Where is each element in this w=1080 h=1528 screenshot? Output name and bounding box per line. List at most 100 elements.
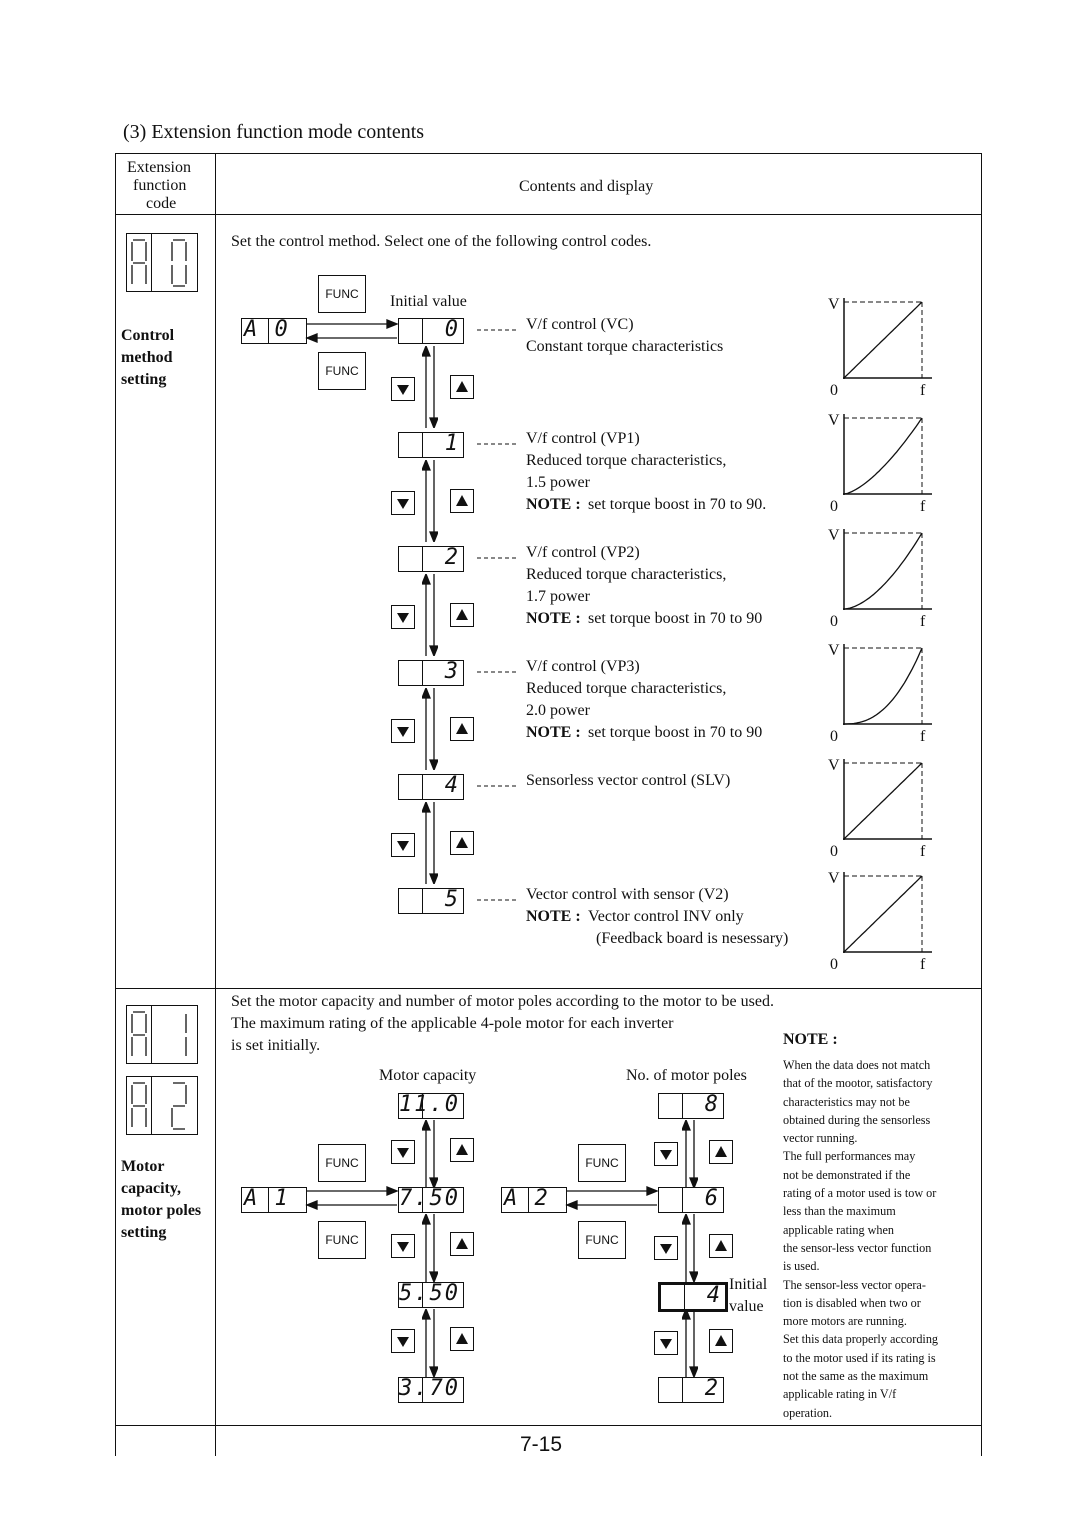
- down-arrow-button[interactable]: [391, 1329, 415, 1353]
- option-display-2: 2: [398, 545, 464, 572]
- entry-display-a0-text: A 0: [244, 317, 290, 342]
- up-arrow-button[interactable]: [450, 717, 474, 741]
- note-line: The sensor-less vector opera-: [783, 1277, 926, 1292]
- section-a1-intro-2: The maximum rating of the applicable 4-p…: [231, 1015, 674, 1032]
- entry-display-a2-text: A 2: [504, 1186, 550, 1211]
- graph-v-label: V: [828, 642, 840, 659]
- down-arrow-button[interactable]: [391, 1140, 415, 1164]
- table-top-border: [115, 153, 982, 154]
- header-divider: [115, 214, 982, 215]
- vf-characteristic-graph: [843, 644, 932, 725]
- option-display-4: 4: [398, 773, 464, 800]
- down-arrow-button[interactable]: [654, 1331, 678, 1355]
- note-line: more motors are running.: [783, 1314, 907, 1329]
- pole-display-1: 6: [658, 1186, 724, 1213]
- func-transition-arrows-icon: [305, 1186, 399, 1210]
- option-display-1-text: 1: [444, 431, 460, 456]
- down-arrow-button[interactable]: [654, 1142, 678, 1166]
- capacity-display-0: 11.0: [398, 1092, 464, 1119]
- graph-f-label: f: [920, 498, 926, 515]
- down-arrow-button[interactable]: [391, 1234, 415, 1258]
- graph-f-label: f: [920, 843, 926, 860]
- func-button[interactable]: FUNC: [318, 275, 366, 313]
- section-a1-label-3: motor poles: [121, 1202, 202, 1219]
- option-2-line-1: Reduced torque characteristics,: [526, 566, 727, 583]
- down-arrow-button[interactable]: [391, 377, 415, 401]
- graph-v-label: V: [828, 412, 840, 429]
- triangle-down-icon: [397, 613, 409, 623]
- up-arrow-button[interactable]: [450, 603, 474, 627]
- up-arrow-button[interactable]: [450, 1232, 474, 1256]
- option-2-line-0: V/f control (VP2): [526, 544, 640, 561]
- motor-poles-label: No. of motor poles: [626, 1067, 747, 1084]
- up-down-arrows-icon: [422, 688, 438, 770]
- func-button[interactable]: FUNC: [318, 1221, 366, 1259]
- triangle-up-icon: [456, 609, 468, 620]
- note-line: When the data does not match: [783, 1058, 931, 1072]
- func-button[interactable]: FUNC: [578, 1221, 626, 1259]
- note-line: applicable rating when: [783, 1222, 894, 1237]
- up-arrow-button[interactable]: [709, 1234, 733, 1258]
- func-button[interactable]: FUNC: [318, 1144, 366, 1182]
- option-3-line-0: V/f control (VP3): [526, 658, 640, 675]
- func-transition-arrows-icon: [305, 319, 399, 343]
- option-3-line-2: 2.0 power: [526, 702, 590, 719]
- header-col2: Contents and display: [519, 178, 654, 195]
- graph-v-label: V: [828, 527, 840, 544]
- section-a1-intro-3: is set initially.: [231, 1037, 321, 1054]
- option-3-note-text: set torque boost in 70 to 90: [588, 724, 763, 741]
- capacity-display-2-text: 5.50: [399, 1281, 460, 1306]
- up-down-arrows-icon: [682, 1214, 698, 1282]
- column-divider: [215, 153, 216, 1456]
- up-arrow-button[interactable]: [450, 1327, 474, 1351]
- option-display-3: 3: [398, 659, 464, 686]
- graph-f-label: f: [920, 382, 926, 399]
- graph-zero-label: 0: [830, 498, 838, 515]
- up-arrow-button[interactable]: [450, 489, 474, 513]
- vf-characteristic-graph: [843, 298, 932, 379]
- code-display-a1: [126, 1005, 198, 1064]
- func-button[interactable]: FUNC: [318, 352, 366, 390]
- entry-display-a1: A 1: [241, 1186, 307, 1213]
- down-arrow-button[interactable]: [654, 1236, 678, 1260]
- down-arrow-button[interactable]: [391, 719, 415, 743]
- vf-characteristic-graph: [843, 414, 932, 495]
- option-5-note-text: Vector control INV only: [588, 908, 744, 925]
- up-arrow-button[interactable]: [709, 1329, 733, 1353]
- motor-capacity-label: Motor capacity: [379, 1067, 477, 1084]
- triangle-down-icon: [397, 1148, 409, 1158]
- option-1-line-0: V/f control (VP1): [526, 430, 640, 447]
- note-line: not the same as the maximum: [783, 1369, 929, 1384]
- triangle-down-icon: [397, 385, 409, 395]
- graph-zero-label: 0: [830, 728, 838, 745]
- note-line: that of the mootor, satisfactory: [783, 1076, 933, 1091]
- leader-dashes: [477, 785, 517, 787]
- code-display-a0: [126, 233, 198, 292]
- note-line: rating of a motor used is tow or: [783, 1186, 937, 1201]
- down-arrow-button[interactable]: [391, 605, 415, 629]
- up-down-arrows-icon: [682, 1309, 698, 1377]
- option-0-line-1: Constant torque characteristics: [526, 338, 724, 355]
- note-line: obtained during the sensorless: [783, 1112, 931, 1127]
- option-5-note-label: NOTE :: [526, 908, 581, 925]
- seven-seg-a1-icon: [131, 1011, 187, 1056]
- up-arrow-button[interactable]: [450, 375, 474, 399]
- up-down-arrows-icon: [422, 346, 438, 428]
- up-arrow-button[interactable]: [709, 1140, 733, 1164]
- header-col1-line2: function: [133, 177, 187, 194]
- vf-characteristic-graph: [843, 872, 932, 953]
- option-5-line-0: Vector control with sensor (V2): [526, 886, 729, 903]
- down-arrow-button[interactable]: [391, 833, 415, 857]
- triangle-up-icon: [456, 837, 468, 848]
- up-arrow-button[interactable]: [450, 831, 474, 855]
- option-display-4-text: 4: [444, 773, 460, 798]
- graph-f-label: f: [920, 728, 926, 745]
- up-arrow-button[interactable]: [450, 1138, 474, 1162]
- triangle-up-icon: [456, 381, 468, 392]
- func-button[interactable]: FUNC: [578, 1144, 626, 1182]
- vf-characteristic-graph: [843, 759, 932, 840]
- table-right-border: [981, 153, 982, 1456]
- note-line: The full performances may: [783, 1149, 916, 1164]
- option-2-line-2: 1.7 power: [526, 588, 590, 605]
- down-arrow-button[interactable]: [391, 491, 415, 515]
